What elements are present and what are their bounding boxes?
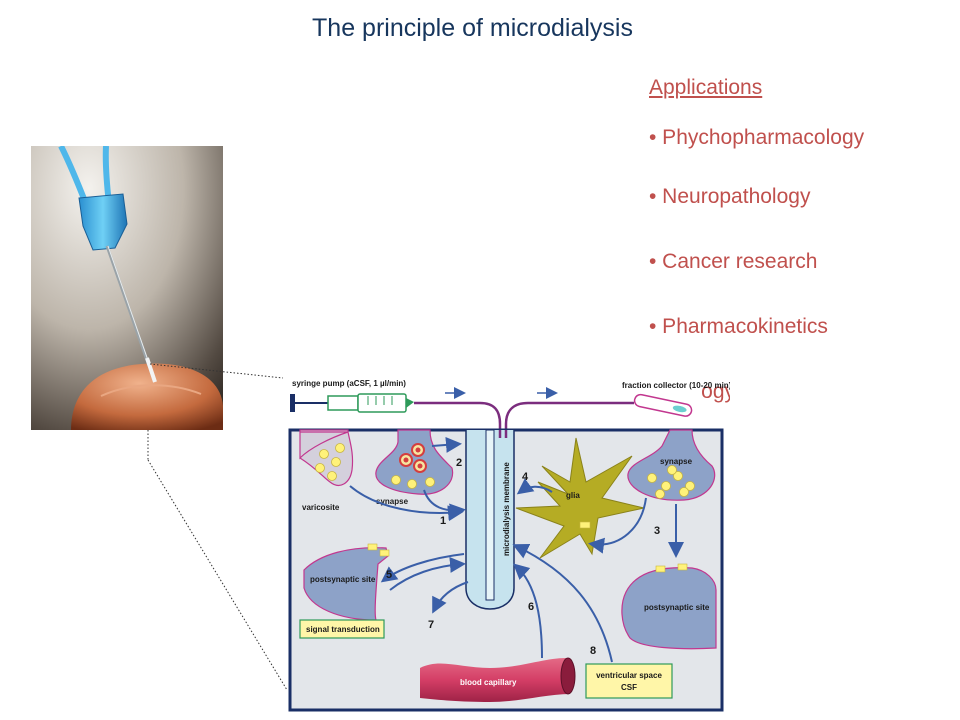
application-item: • Cancer research bbox=[649, 250, 818, 273]
applications-heading: Applications bbox=[649, 76, 763, 99]
step-number-4: 4 bbox=[522, 471, 529, 483]
blood-capillary-label: blood capillary bbox=[460, 678, 517, 687]
arrow-5-out bbox=[380, 553, 465, 583]
step-number-8: 8 bbox=[590, 645, 596, 657]
arrow-2 bbox=[431, 436, 462, 453]
probe-photo bbox=[31, 146, 223, 430]
syringe-barrel bbox=[357, 393, 407, 413]
arrow-1-synapse bbox=[423, 489, 466, 520]
ventricular-space-label: ventricular space bbox=[596, 671, 662, 680]
arrow-4 bbox=[516, 478, 553, 495]
signal-transduction-box bbox=[299, 619, 385, 639]
application-item: • Phychopharmacology bbox=[649, 126, 865, 149]
slide-title: The principle of microdialysis bbox=[312, 14, 633, 42]
ventricular-space-box bbox=[585, 663, 673, 699]
step-number-1: 1 bbox=[440, 515, 446, 527]
signal-transduction-label: signal transduction bbox=[306, 625, 380, 634]
pump-plunger-end bbox=[290, 394, 295, 412]
postsynaptic-left-label: postsynaptic site bbox=[310, 575, 376, 584]
arrow-3-glia bbox=[588, 497, 647, 554]
fraction-collector-label: fraction collector (10-20 min) bbox=[622, 381, 730, 390]
blood-capillary-shape bbox=[420, 658, 570, 702]
synapse-left-label: synapse bbox=[376, 497, 409, 506]
step-number-3: 3 bbox=[654, 525, 660, 537]
syringe-plunger bbox=[327, 395, 359, 411]
probe-inner-cannula bbox=[485, 429, 495, 601]
arrow-6 bbox=[513, 563, 543, 659]
step-number-6: 6 bbox=[528, 601, 534, 613]
microdialysis-diagram: ogy ogy syringe pump (aCSF, 1 µl/min) fr… bbox=[288, 379, 730, 712]
glia-shape bbox=[515, 437, 645, 559]
hidden-item-fragment: ogy bbox=[701, 380, 730, 403]
step-number-5: 5 bbox=[386, 569, 392, 581]
arrow-7 bbox=[432, 581, 469, 614]
step-number-7: 7 bbox=[428, 619, 434, 631]
syringe-pump-label: syringe pump (aCSF, 1 µl/min) bbox=[292, 379, 406, 388]
outflow-tubing bbox=[504, 401, 634, 430]
synapse-right-label: synapse bbox=[660, 457, 693, 466]
varicosite-label: varicosite bbox=[302, 503, 340, 512]
inflow-tubing bbox=[414, 401, 502, 430]
application-item: • Pharmacokinetics bbox=[649, 315, 828, 338]
membrane-label: microdialysis membrane bbox=[502, 462, 511, 556]
collection-vial bbox=[633, 393, 693, 417]
postsynaptic-right-shape bbox=[621, 567, 717, 650]
csf-label: CSF bbox=[621, 683, 637, 692]
postsynaptic-left-shape bbox=[303, 547, 389, 621]
arrow-1-varicosite bbox=[349, 485, 464, 522]
step-number-2: 2 bbox=[456, 457, 462, 469]
arrow-8 bbox=[512, 544, 613, 663]
postsynaptic-right-label: postsynaptic site bbox=[644, 603, 710, 612]
arrow-5-in bbox=[389, 556, 466, 591]
application-item: • Neuropathology bbox=[649, 185, 811, 208]
glia-label: glia bbox=[566, 491, 580, 500]
